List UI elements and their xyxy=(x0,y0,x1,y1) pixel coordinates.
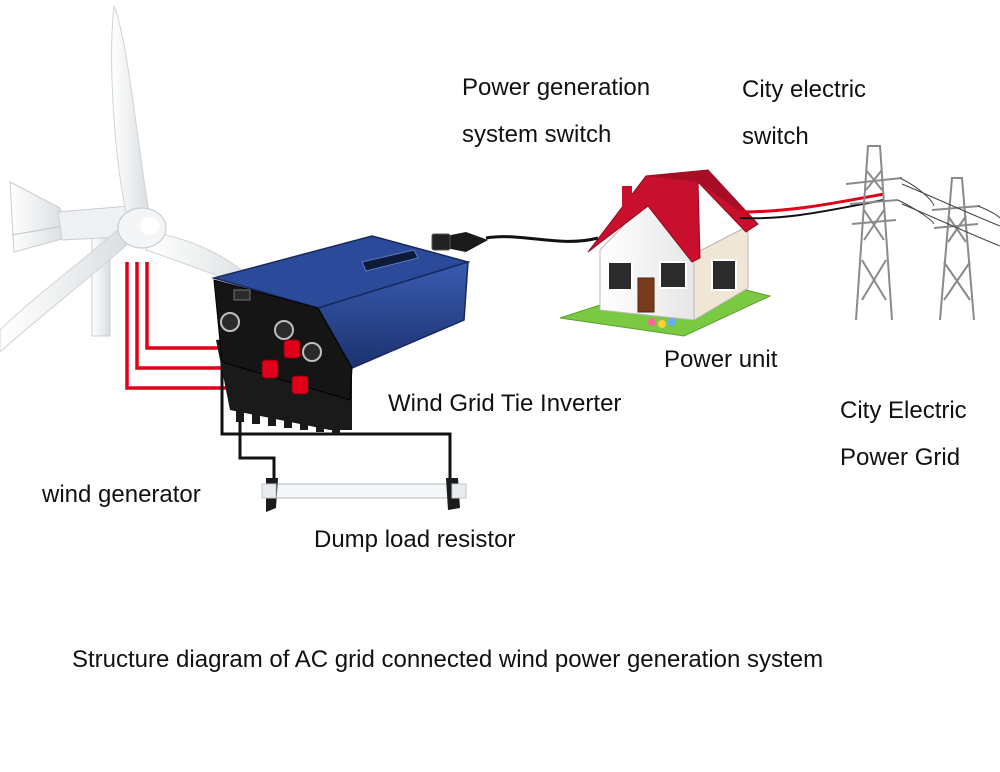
house-flowers xyxy=(648,318,676,328)
transmission-tower-2 xyxy=(931,177,981,321)
dump-load-resistor xyxy=(261,478,467,512)
inverter-connector-2 xyxy=(274,320,294,340)
house-windows xyxy=(607,259,737,291)
inverter-red-terminals xyxy=(261,339,309,395)
city-electric-switch-line-2: switch xyxy=(742,123,809,150)
inverter-connector-1 xyxy=(220,312,240,332)
power-generation-switch-line-2: system switch xyxy=(462,121,612,148)
diagram-caption: Structure diagram of AC grid connected w… xyxy=(72,646,824,673)
power-unit-label: Power unit xyxy=(664,346,778,373)
house-door xyxy=(637,277,655,313)
wind-turbine xyxy=(0,5,264,353)
turbine-tail-fin xyxy=(9,181,67,253)
grid-tie-inverter xyxy=(211,235,471,434)
power-generation-switch-line-1: Power generation xyxy=(462,74,651,101)
city-grid-line-2: Power Grid xyxy=(840,444,961,471)
power-lines xyxy=(897,177,1000,247)
city-electric-switch-label: City electric switch xyxy=(742,66,866,160)
turbine-blade-left xyxy=(0,227,133,353)
inverter-lcd xyxy=(361,249,419,272)
inverter-label: Wind Grid Tie Inverter xyxy=(388,390,622,417)
house-to-grid-wire xyxy=(739,192,885,214)
city-grid-line-1: City Electric xyxy=(840,397,967,424)
house-power-unit xyxy=(559,169,772,337)
city-electric-switch-line-1: City electric xyxy=(742,76,867,103)
city-grid-label: City Electric Power Grid xyxy=(840,387,967,481)
house-chimney xyxy=(622,186,632,206)
power-generation-switch-label: Power generation system switch xyxy=(462,64,650,158)
wind-generator-label: wind generator xyxy=(42,481,201,508)
dump-load-label: Dump load resistor xyxy=(314,526,516,553)
power-plug xyxy=(431,232,599,252)
transmission-tower-1 xyxy=(845,145,903,321)
turbine-blade-top xyxy=(111,5,151,223)
inverter-connector-3 xyxy=(302,342,322,362)
inverter-front-panel xyxy=(213,279,353,401)
